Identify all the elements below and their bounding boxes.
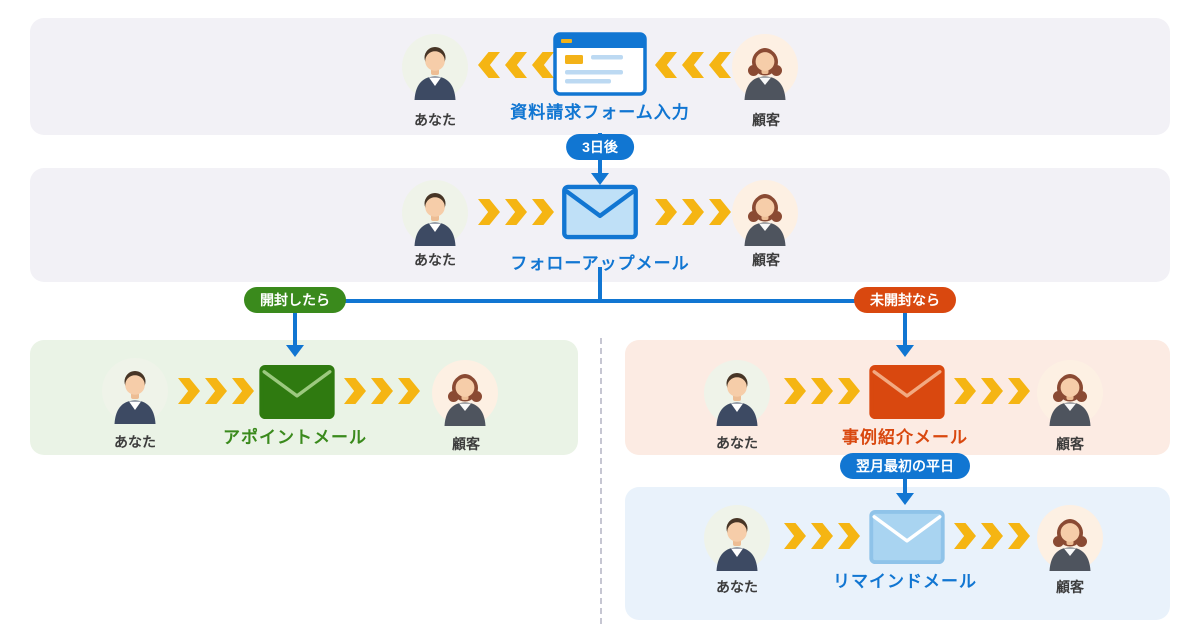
chevron-icon (811, 378, 833, 404)
arrow-down-icon (896, 345, 914, 357)
flow-chevrons-left-icon (478, 52, 554, 78)
chevron-icon (981, 378, 1003, 404)
chevron-icon (232, 378, 254, 404)
delay-badge-3days: 3日後 (566, 134, 634, 160)
followup-step-title: フォローアップメール (510, 254, 690, 273)
customer-avatar (1037, 505, 1103, 571)
connector-line (598, 267, 602, 303)
sender-avatar (704, 505, 770, 571)
case-step-title: 事例紹介メール (842, 428, 968, 447)
chevron-icon (1008, 523, 1030, 549)
form-window-icon (553, 32, 647, 96)
appointment-step-title: アポイントメール (223, 428, 367, 447)
chevron-icon (811, 523, 833, 549)
sender-label: あなた (114, 434, 156, 450)
arrow-down-icon (591, 173, 609, 185)
sender-avatar (704, 360, 770, 426)
branch-badge-unopened: 未開封なら (854, 287, 956, 313)
chevron-icon (784, 523, 806, 549)
chevron-icon (981, 523, 1003, 549)
chevron-icon (838, 378, 860, 404)
customer-label: 顧客 (452, 436, 480, 452)
chevron-icon (371, 378, 393, 404)
followup-mail-icon (562, 184, 638, 240)
branch-line (293, 299, 907, 303)
man-avatar (704, 505, 770, 571)
sender-avatar (402, 180, 468, 246)
man-avatar (402, 34, 468, 100)
flow-chevrons-right-icon (954, 523, 1030, 549)
arrow-down-icon (896, 493, 914, 505)
branch-divider (600, 338, 602, 624)
remind-step-title: リマインドメール (833, 572, 977, 591)
chevron-icon (1008, 378, 1030, 404)
flow-chevrons-right-icon (784, 523, 860, 549)
sender-label: あなた (716, 435, 758, 451)
chevron-icon (205, 378, 227, 404)
flow-chevrons-right-icon (954, 378, 1030, 404)
man-avatar (704, 360, 770, 426)
woman-avatar (1037, 360, 1103, 426)
customer-avatar (1037, 360, 1103, 426)
man-avatar (102, 358, 168, 424)
flow-chevrons-right-icon (178, 378, 254, 404)
remind-mail-icon (869, 509, 945, 565)
connector-line (293, 301, 297, 347)
chevron-icon (478, 52, 500, 78)
customer-label: 顧客 (752, 252, 780, 268)
man-avatar (402, 180, 468, 246)
chevron-icon (838, 523, 860, 549)
flow-chevrons-right-icon (655, 199, 731, 225)
chevron-icon (505, 52, 527, 78)
delay-badge-next-weekday: 翌月最初の平日 (840, 453, 970, 479)
chevron-icon (784, 378, 806, 404)
customer-avatar (732, 34, 798, 100)
chevron-icon (655, 199, 677, 225)
chevron-icon (532, 199, 554, 225)
case-mail-icon (869, 364, 945, 420)
chevron-icon (709, 199, 731, 225)
branch-badge-opened: 開封したら (244, 287, 346, 313)
woman-avatar (432, 360, 498, 426)
chevron-icon (682, 199, 704, 225)
sender-label: あなた (414, 112, 456, 128)
form-step-title: 資料請求フォーム入力 (510, 103, 690, 122)
sender-avatar (102, 358, 168, 424)
flow-chevrons-right-icon (478, 199, 554, 225)
customer-avatar (732, 180, 798, 246)
chevron-icon (709, 52, 731, 78)
chevron-icon (682, 52, 704, 78)
sender-label: あなた (414, 252, 456, 268)
woman-avatar (732, 34, 798, 100)
chevron-icon (505, 199, 527, 225)
chevron-icon (344, 378, 366, 404)
flow-chevrons-right-icon (344, 378, 420, 404)
sender-avatar (402, 34, 468, 100)
flow-chevrons-left-icon (655, 52, 731, 78)
arrow-down-icon (286, 345, 304, 357)
chevron-icon (532, 52, 554, 78)
customer-label: 顧客 (752, 112, 780, 128)
chevron-icon (178, 378, 200, 404)
chevron-icon (954, 378, 976, 404)
chevron-icon (398, 378, 420, 404)
customer-label: 顧客 (1056, 436, 1084, 452)
woman-avatar (1037, 505, 1103, 571)
sender-label: あなた (716, 579, 758, 595)
appointment-mail-icon (259, 364, 335, 420)
customer-label: 顧客 (1056, 579, 1084, 595)
chevron-icon (954, 523, 976, 549)
chevron-icon (655, 52, 677, 78)
flow-chevrons-right-icon (784, 378, 860, 404)
connector-line (903, 301, 907, 347)
woman-avatar (732, 180, 798, 246)
customer-avatar (432, 360, 498, 426)
chevron-icon (478, 199, 500, 225)
